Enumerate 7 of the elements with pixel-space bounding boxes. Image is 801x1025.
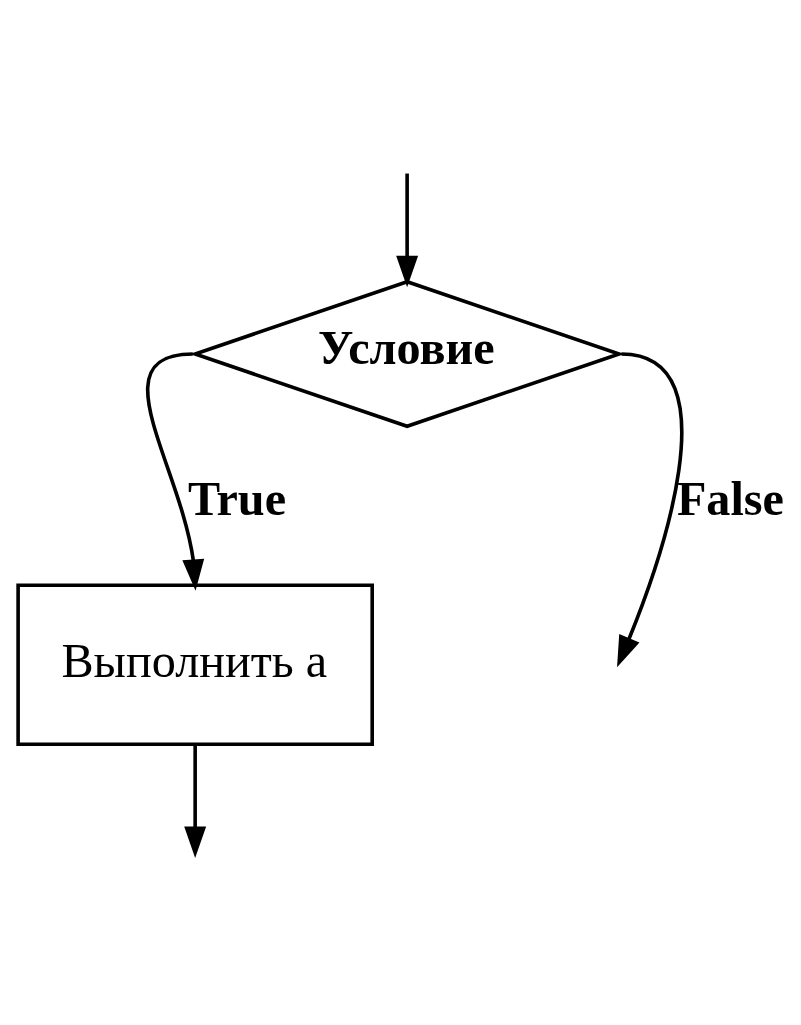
arrow <box>396 173 419 287</box>
arrow <box>184 743 207 858</box>
arrow <box>146 351 205 591</box>
edge-label: False <box>676 471 784 525</box>
node-box: Выполнить a <box>16 582 374 746</box>
edge-label: True <box>187 471 287 525</box>
arrow <box>617 351 684 667</box>
